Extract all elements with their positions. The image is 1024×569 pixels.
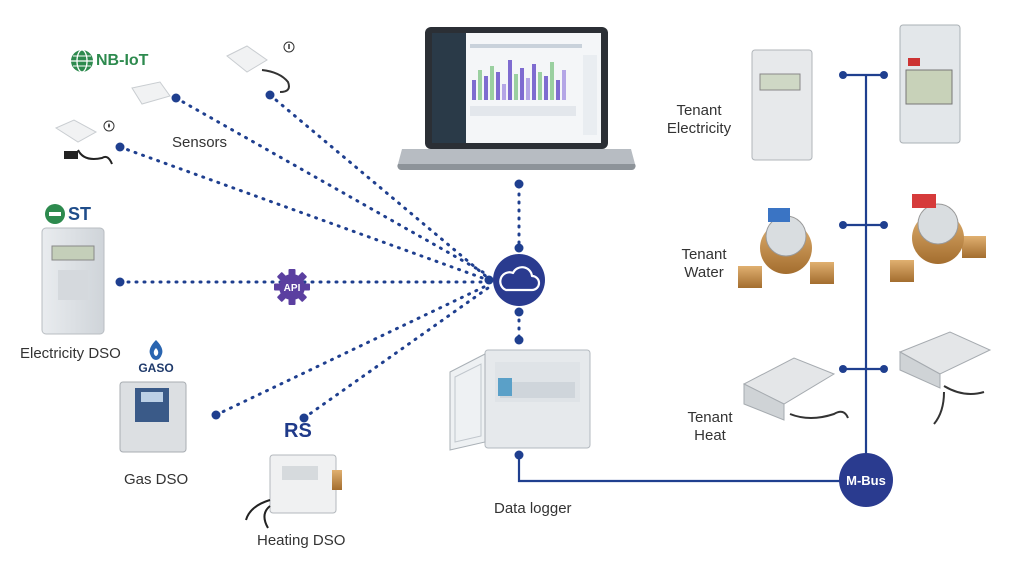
label-sensors: Sensors: [172, 134, 228, 151]
label-tenant-water: Tenant Water: [681, 246, 727, 281]
dot-logger: [514, 335, 524, 345]
st-logo: ST: [68, 204, 91, 225]
droplet-icon: [103, 120, 115, 132]
sensor-devices: [54, 45, 290, 165]
laptop-screen-chart: [472, 60, 566, 100]
logger-to-mbus-line: [517, 455, 844, 483]
rs-logo: RS: [284, 420, 312, 443]
mbus-badge-label: M-Bus: [846, 473, 886, 488]
connection-sensor-right: [268, 93, 490, 280]
st-logo-text: ST: [68, 204, 92, 224]
label-heating-dso: Heating DSO: [257, 532, 346, 549]
dot-cloud-left: [484, 275, 494, 285]
label-tenant-heat: Tenant Heat: [687, 409, 733, 444]
data-logger-device: [449, 349, 591, 451]
mbus-icon: M-Bus: [839, 453, 893, 507]
connection-heating-dso: [302, 286, 490, 420]
label-electricity-dso: Electricity DSO: [20, 345, 121, 362]
nbiot-logo-text: NB-IoT: [96, 52, 149, 69]
rs-logo-text: RS: [284, 420, 312, 442]
nbiot-logo: NB-IoT: [96, 52, 148, 70]
cloud-hub: [493, 254, 545, 306]
tenant-electricity-meters: [751, 24, 961, 161]
dot-cloud-top: [514, 243, 524, 253]
sensor-right: [226, 45, 268, 73]
dot-electricity-dso: [115, 277, 125, 287]
endpoint-dots: [115, 90, 524, 460]
api-badge-label: API: [284, 283, 301, 294]
heating-dso-meter: [245, 454, 342, 529]
laptop-icon: [397, 27, 636, 171]
dot-heating-dso: [299, 413, 309, 423]
sensor-top: [131, 81, 171, 105]
dot-laptop: [514, 179, 524, 189]
gaso-logo-text: GASO: [138, 361, 174, 375]
dot-cloud-bottom: [514, 307, 524, 317]
connection-sensor-left: [118, 145, 490, 282]
label-gas-dso: Gas DSO: [124, 471, 189, 488]
dot-gas-dso: [211, 410, 221, 420]
dot-sensor-right: [265, 90, 275, 100]
label-data-logger: Data logger: [494, 500, 572, 517]
dot-sensor-top: [171, 93, 181, 103]
api-gear-icon: API: [274, 269, 310, 305]
tenant-heat-meters: [742, 331, 992, 425]
gaso-flame-icon: [149, 340, 163, 360]
st-logo-mark: [45, 204, 65, 224]
sensor-left: [54, 119, 98, 143]
cloud-icon: [499, 266, 541, 292]
gas-dso-meter: [119, 381, 187, 453]
tenant-water-meters: [738, 194, 986, 288]
connection-gas-dso: [214, 283, 490, 417]
nbiot-globe-icon: [71, 49, 93, 73]
mbus-dots: [839, 71, 888, 373]
gaso-logo: GASO: [134, 361, 178, 375]
dot-sensor-left: [115, 142, 125, 152]
label-tenant-electricity: Tenant Electricity: [666, 102, 732, 137]
mbus-wiring: [517, 73, 884, 483]
electricity-dso-meter: [41, 227, 105, 335]
thermometer-icon: [283, 41, 295, 53]
